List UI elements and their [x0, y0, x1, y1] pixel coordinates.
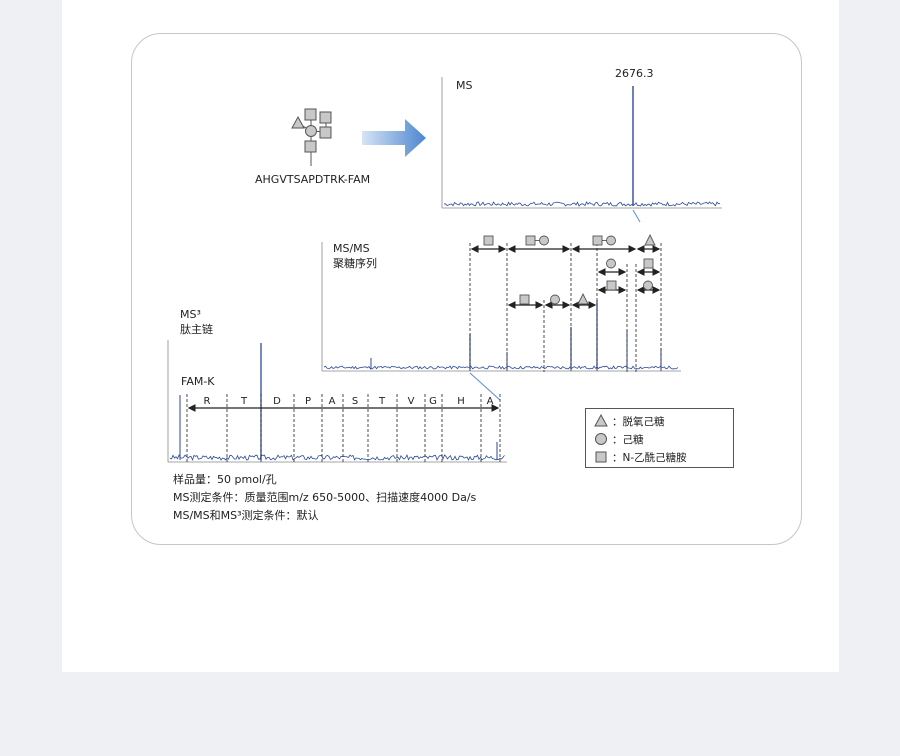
circle-icon [595, 433, 607, 445]
legend-item-deoxyhexose: ：脱氧己糖 [594, 412, 665, 430]
triangle-icon [594, 414, 608, 427]
ms3-spectrum: MS³ 肽主链 FAM-K [167, 308, 507, 463]
glycan-structure [291, 108, 332, 166]
glycan-triangle [291, 115, 305, 129]
msms-glycan-glyphs [483, 233, 656, 305]
glycan-square [304, 140, 317, 153]
measurement-notes: 样品量：50 pmol/孔 MS测定条件：质量范围m/z 650-5000、扫描… [173, 471, 476, 525]
legend-text: ：己糖 [612, 433, 644, 446]
legend: ：脱氧己糖 ：己糖 ：N-乙酰己糖胺 [585, 408, 734, 468]
residue-label: R [204, 396, 211, 407]
square-icon [595, 451, 607, 463]
famk-label: FAM-K [181, 375, 215, 388]
msms-sublabel: 聚糖序列 [333, 256, 377, 270]
legend-item-hexose: ：己糖 [594, 430, 644, 448]
residue-label: D [273, 396, 281, 407]
residue-label: S [352, 396, 358, 407]
msms-label: MS/MS [333, 242, 370, 255]
legend-text: ：N-乙酰己糖胺 [612, 451, 687, 464]
peptide-label: AHGVTSAPDTRK-FAM [255, 173, 370, 186]
ms3-sublabel: 肽主链 [180, 322, 213, 336]
glycan-square [319, 111, 332, 124]
residue-label: A [487, 396, 494, 407]
ms-label: MS [456, 79, 472, 92]
note-msms-conditions: MS/MS和MS³测定条件：默认 [173, 509, 319, 522]
msms-connector [469, 372, 501, 401]
ms-peak-label: 2676.3 [615, 67, 654, 80]
residue-label: T [378, 396, 386, 407]
residue-label: H [457, 396, 465, 407]
residue-label: A [329, 396, 336, 407]
glycan-square [304, 108, 317, 121]
ms-spectrum: MS 2676.3 [441, 67, 722, 223]
residue-label: T [240, 396, 248, 407]
note-ms-conditions: MS测定条件：质量范围m/z 650-5000、扫描速度4000 Da/s [173, 491, 477, 504]
glycan-circle [305, 125, 317, 137]
glycan-square [319, 126, 332, 139]
residue-label: V [408, 396, 415, 407]
note-sample-amount: 样品量：50 pmol/孔 [173, 473, 277, 486]
legend-text: ：脱氧己糖 [612, 415, 665, 428]
residue-label: G [429, 396, 437, 407]
residue-label: P [305, 396, 311, 407]
ms3-backbone-annotations [186, 394, 501, 462]
msms-fragment-annotations [469, 243, 662, 372]
flow-arrow [362, 119, 426, 157]
legend-item-hexnac: ：N-乙酰己糖胺 [594, 448, 687, 466]
ms3-label: MS³ [180, 308, 201, 321]
